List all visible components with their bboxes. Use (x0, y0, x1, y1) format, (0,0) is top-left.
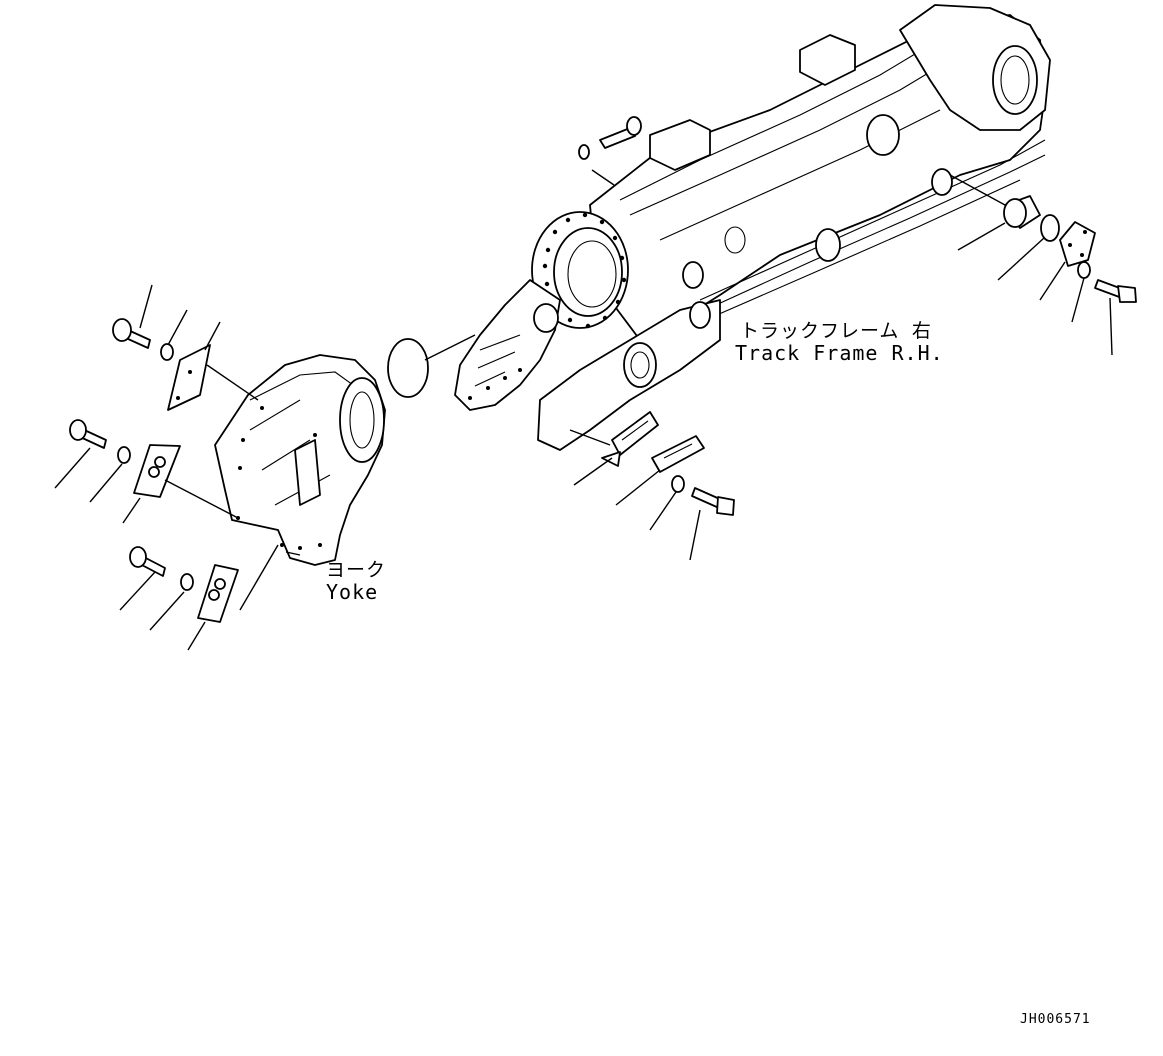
frame-top-bolt (599, 116, 642, 149)
center-washer (671, 475, 685, 493)
frame-end-cover-plate (1059, 221, 1096, 267)
frame-end-o-ring (1040, 214, 1060, 242)
yoke-washer-2 (117, 446, 131, 464)
center-leader-lines (569, 429, 701, 561)
yoke-o-ring (387, 338, 429, 398)
yoke-bolt-1 (112, 318, 151, 349)
center-shim-2 (651, 435, 705, 473)
frame-end-leader-lines (957, 222, 1113, 356)
frame-end-washer (1077, 261, 1091, 279)
yoke (214, 354, 386, 566)
yoke-bolt-2 (69, 419, 107, 449)
track-frame-label-jp: トラックフレーム 右 (740, 320, 932, 342)
yoke-washer-1 (160, 343, 174, 361)
center-shim-1 (601, 411, 659, 467)
frame-end-cap (1003, 195, 1041, 229)
figure-id: JH006571 (1020, 1012, 1091, 1027)
yoke-plate-2 (133, 444, 181, 498)
yoke-plate-3 (197, 564, 239, 623)
yoke-plate-1 (167, 344, 211, 411)
track-frame-rh (454, 4, 1051, 451)
yoke-label-en: Yoke (326, 580, 379, 604)
frame-end-bolt (1094, 279, 1137, 303)
track-frame-label-en: Track Frame R.H. (735, 341, 944, 365)
yoke-bolt-3 (129, 546, 166, 577)
yoke-label-jp: ヨーク (326, 559, 387, 581)
center-bolt (691, 487, 735, 516)
yoke-washer-3 (180, 573, 194, 591)
frame-top-washer (578, 144, 590, 160)
